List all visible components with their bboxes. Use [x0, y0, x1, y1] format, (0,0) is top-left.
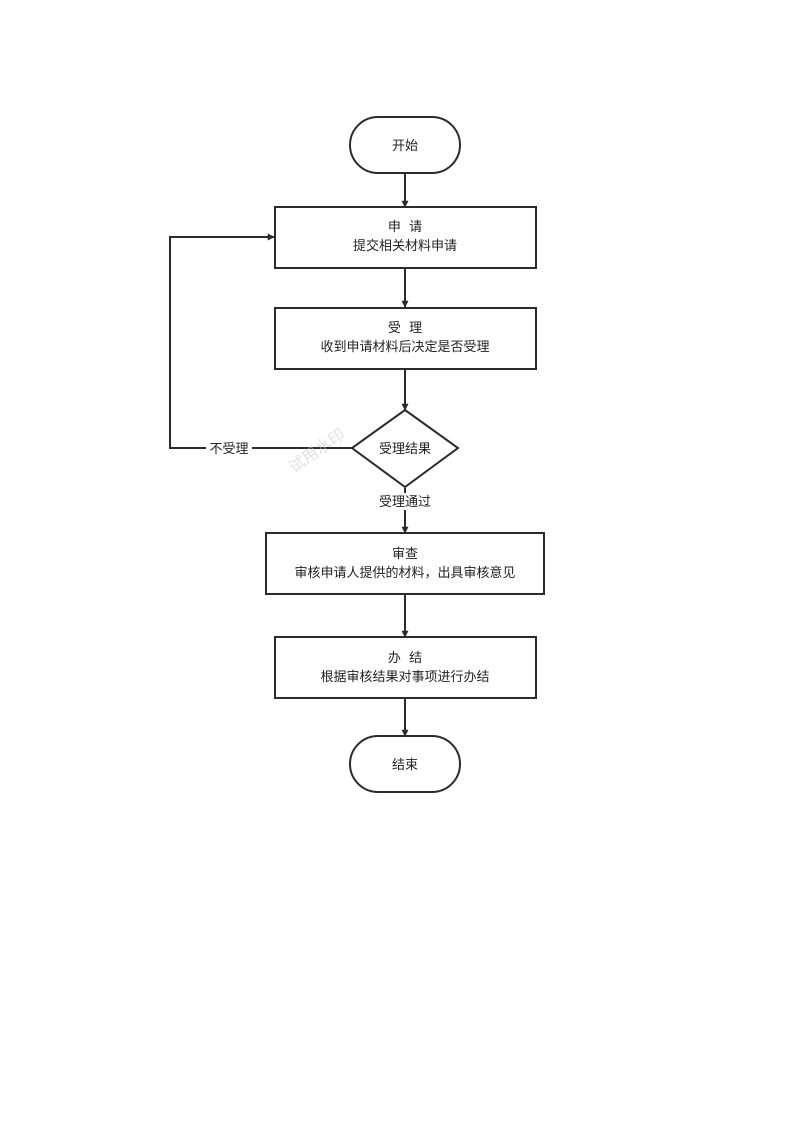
decision-label: 受理结果 [379, 442, 431, 457]
process-finish: 办 结 根据审核结果对事项进行办结 [274, 636, 537, 699]
end-label: 结束 [392, 758, 418, 773]
process-apply-desc: 提交相关材料申请 [353, 238, 457, 254]
process-accept-title: 受 理 [388, 321, 422, 336]
decision-accept-result: 受理结果 [350, 408, 460, 489]
edge-reject-loop [169, 233, 352, 449]
process-accept: 受 理 收到申请材料后决定是否受理 [274, 307, 537, 370]
process-finish-desc: 根据审核结果对事项进行办结 [320, 670, 489, 685]
start-terminal: 开始 [349, 116, 461, 174]
process-review-desc: 审核申请人提供的材料，出具审核意见 [294, 565, 515, 581]
process-apply: 申 请 提交相关材料申请 [274, 206, 537, 269]
edge-labels: 不受理 受理通过 [206, 440, 439, 510]
process-accept-desc: 收到申请材料后决定是否受理 [320, 340, 489, 355]
start-label: 开始 [392, 139, 418, 154]
process-finish-title: 办 结 [388, 651, 422, 666]
watermark: 试用水印 [285, 424, 348, 476]
process-review-title: 审查 [392, 547, 418, 562]
process-apply-title: 申 请 [388, 220, 422, 235]
edge-label-pass: 受理通过 [379, 495, 431, 510]
edge-label-reject: 不受理 [209, 442, 248, 457]
process-review: 审查 审核申请人提供的材料，出具审核意见 [265, 532, 545, 595]
end-terminal: 结束 [349, 735, 461, 793]
